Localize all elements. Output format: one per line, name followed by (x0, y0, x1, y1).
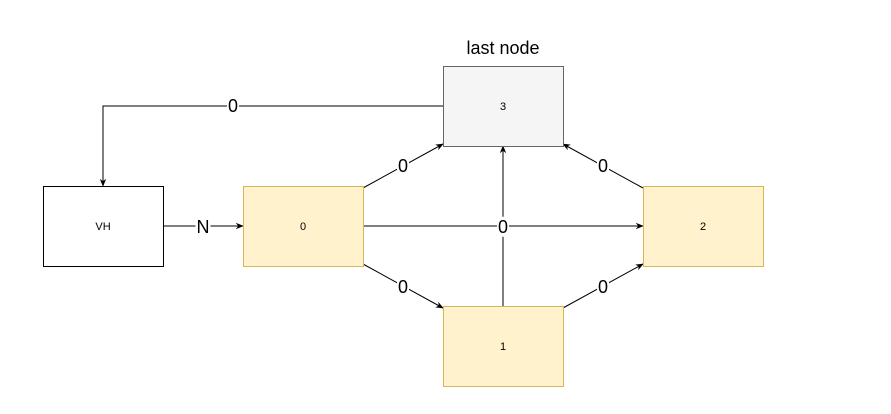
edge-label-n0-to-n3: 0 (398, 156, 408, 176)
edge-label-background (195, 216, 211, 237)
node-box-n3[interactable] (443, 66, 564, 147)
node-label-n1: 1 (500, 341, 506, 353)
last-node-caption: last node (466, 38, 539, 58)
node-label-n0: 0 (300, 221, 306, 233)
edge-label-background (496, 216, 510, 237)
node-n2[interactable]: 2 (643, 186, 764, 267)
edge-label-background (596, 276, 610, 297)
edge-label-n1-to-n2: 0 (598, 277, 608, 297)
node-n3[interactable]: 3 (443, 66, 564, 147)
edge-labels-layer: N 0 0 0 0 0 0 (195, 95, 610, 297)
node-n0[interactable]: 0 (243, 186, 364, 267)
node-box-n1[interactable] (443, 306, 564, 387)
node-n1[interactable]: 1 (443, 306, 564, 387)
node-box-vh[interactable] (43, 186, 164, 267)
edge-label-n3-to-vh: 0 (228, 96, 238, 116)
nodes-layer: VH 0 1 2 3 (43, 66, 764, 387)
edge-label-background (396, 276, 410, 297)
edge-label-n0-to-n1: 0 (398, 277, 408, 297)
edge-label-background (396, 155, 410, 176)
node-label-n2: 2 (700, 221, 706, 233)
node-vh[interactable]: VH (43, 186, 164, 267)
edge-n3-to-vh (99, 105, 443, 187)
edge-label-background (596, 155, 610, 176)
node-label-vh: VH (95, 221, 110, 233)
edge-label-n2-to-n3: 0 (598, 156, 608, 176)
node-box-n2[interactable] (643, 186, 764, 267)
edge-label-vh-to-n0: N (197, 217, 210, 237)
edge-label-background (226, 95, 240, 116)
node-label-n3: 3 (500, 101, 506, 113)
edge-label-n0-to-n2: 0 (498, 217, 508, 237)
node-box-n0[interactable] (243, 186, 364, 267)
